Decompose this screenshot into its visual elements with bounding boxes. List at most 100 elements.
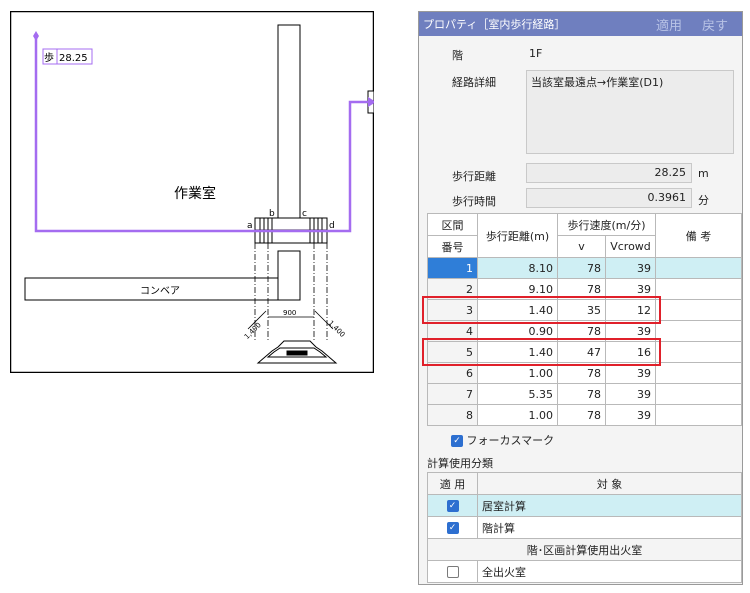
cell-vcrowd[interactable]: 39 — [604, 383, 657, 405]
cell-vcrowd[interactable]: 39 — [604, 278, 657, 300]
cell-vcrowd[interactable]: 39 — [604, 362, 657, 384]
table-row[interactable]: 2 9.10 78 39 — [427, 278, 743, 300]
cell-v[interactable]: 78 — [557, 404, 606, 426]
guide-lines — [254, 243, 328, 341]
walk-distance-unit: m — [698, 167, 709, 180]
target-label: 全出火室 — [477, 560, 742, 583]
focus-mark-checkbox[interactable]: ✓ フォーカスマーク — [451, 432, 554, 448]
corner-label-b: b — [269, 209, 275, 219]
room-outline — [9, 10, 375, 374]
panel-title: プロパティ［室内歩行経路］ — [423, 18, 566, 31]
cell-distance[interactable]: 1.00 — [477, 404, 558, 426]
floor-label: 階 — [452, 49, 463, 62]
header-section: 区間 — [427, 213, 478, 236]
list-item[interactable]: ✓ 階計算 — [427, 516, 742, 539]
checkbox-unchecked-icon — [446, 566, 459, 578]
header-notes: 備 考 — [655, 213, 743, 258]
cell-note[interactable] — [655, 320, 743, 342]
checkbox-checked-icon: ✓ — [446, 500, 459, 512]
cell-note[interactable] — [655, 278, 743, 300]
cell-v[interactable]: 35 — [557, 299, 606, 321]
header-speed: 歩行速度(m/分) — [556, 213, 657, 236]
cell-distance[interactable]: 1.40 — [477, 341, 558, 363]
cell-note[interactable] — [655, 404, 743, 426]
highlight-row-3 — [422, 296, 661, 324]
cell-vcrowd[interactable]: 39 — [604, 404, 657, 426]
cell-distance[interactable]: 5.35 — [477, 383, 558, 405]
checkbox-checked-icon: ✓ — [446, 522, 459, 534]
cell-note[interactable] — [655, 341, 743, 363]
cell-v[interactable]: 78 — [557, 383, 606, 405]
table-row[interactable]: 7 5.35 78 39 — [427, 383, 743, 405]
header-section-no: 番号 — [427, 235, 478, 258]
conveyor-side — [277, 250, 301, 301]
row-number: 7 — [427, 383, 478, 405]
cell-note[interactable] — [655, 362, 743, 384]
row-number: 8 — [427, 404, 478, 426]
step-tag-value: 28.25 — [59, 53, 88, 64]
walking-route-line[interactable] — [34, 36, 368, 233]
walk-distance-field[interactable]: 28.25 — [526, 163, 692, 183]
conveyor-label: コンベア — [140, 285, 180, 297]
panel-titlebar: プロパティ［室内歩行経路］ 適用 戻す — [419, 12, 742, 36]
apply-checkbox[interactable] — [427, 560, 478, 583]
group-header: 階･区画計算使用出火室 — [427, 538, 742, 561]
table-row[interactable]: 5 1.40 47 16 — [427, 341, 743, 363]
header-distance: 歩行距離(m) — [477, 213, 558, 258]
cell-vcrowd[interactable]: 39 — [604, 320, 657, 342]
header-vcrowd: Vcrowd — [604, 235, 657, 258]
apply-checkbox[interactable]: ✓ — [427, 494, 478, 517]
header-v: v — [557, 235, 606, 258]
focus-mark-label: フォーカスマーク — [466, 434, 555, 447]
floor-plan-canvas[interactable]: コンベア 900 1,400 1,400 a b c d 作業室 — [9, 10, 397, 374]
table-row[interactable]: 8 1.00 78 39 — [427, 404, 743, 426]
header-apply: 適 用 — [427, 472, 478, 495]
calc-section-label: 計算使用分類 — [427, 457, 493, 470]
target-label: 階計算 — [477, 516, 742, 539]
dimension-width: 900 — [283, 309, 296, 317]
table-row[interactable]: 1 8.10 78 39 — [427, 257, 743, 279]
cell-vcrowd[interactable]: 39 — [604, 257, 657, 279]
calc-usage-table: 適 用 対 象 ✓ 居室計算 ✓ 階計算 階･区画計算使用出火室 全出火室 — [427, 472, 742, 583]
revert-button[interactable]: 戻す — [702, 19, 729, 34]
cell-note[interactable] — [655, 299, 743, 321]
route-detail-label: 経路詳細 — [452, 76, 496, 89]
cell-note[interactable] — [655, 383, 743, 405]
table-row[interactable]: 6 1.00 78 39 — [427, 362, 743, 384]
cell-note[interactable] — [655, 257, 743, 279]
cell-v[interactable]: 78 — [557, 278, 606, 300]
cell-distance[interactable]: 1.00 — [477, 362, 558, 384]
stair-elevation — [256, 340, 338, 364]
target-label: 居室計算 — [477, 494, 742, 517]
route-segment-table: 区間 歩行距離(m) 歩行速度(m/分) 備 考 番号 v Vcrowd 1 8… — [427, 213, 743, 426]
apply-checkbox[interactable]: ✓ — [427, 516, 478, 539]
step-tag-label: 歩 — [44, 51, 54, 64]
header-target: 対 象 — [477, 472, 742, 495]
route-start-marker — [33, 31, 39, 41]
corner-label-c: c — [302, 209, 307, 219]
cell-vcrowd[interactable]: 16 — [604, 341, 657, 363]
partition-wall — [277, 24, 301, 222]
table-row[interactable]: 4 0.90 78 39 — [427, 320, 743, 342]
row-number: 4 — [427, 320, 478, 342]
walk-time-field[interactable]: 0.3961 — [526, 188, 692, 208]
highlight-row-5 — [422, 338, 661, 366]
room-label: 作業室 — [174, 185, 216, 202]
route-detail-value: 当該室最遠点→作業室(D1) — [531, 76, 664, 89]
property-panel: プロパティ［室内歩行経路］ 適用 戻す 階 1F 経路詳細 当該室最遠点→作業室… — [418, 11, 743, 585]
cell-v[interactable]: 78 — [557, 257, 606, 279]
corner-label-d: d — [329, 221, 335, 231]
cell-distance[interactable]: 8.10 — [477, 257, 558, 279]
cell-v[interactable]: 78 — [557, 320, 606, 342]
row-number: 1 — [427, 257, 478, 279]
route-detail-field[interactable]: 当該室最遠点→作業室(D1) — [526, 70, 734, 154]
walk-distance-label: 歩行距離 — [452, 170, 496, 183]
apply-button[interactable]: 適用 — [656, 19, 683, 34]
list-item[interactable]: ✓ 居室計算 — [427, 494, 742, 517]
walk-time-unit: 分 — [698, 194, 709, 207]
list-item[interactable]: 全出火室 — [427, 560, 742, 583]
checkbox-checked-icon: ✓ — [451, 435, 463, 447]
step-tag[interactable]: 歩 28.25 — [42, 48, 93, 65]
corner-label-a: a — [247, 221, 253, 231]
floor-value: 1F — [529, 47, 543, 60]
